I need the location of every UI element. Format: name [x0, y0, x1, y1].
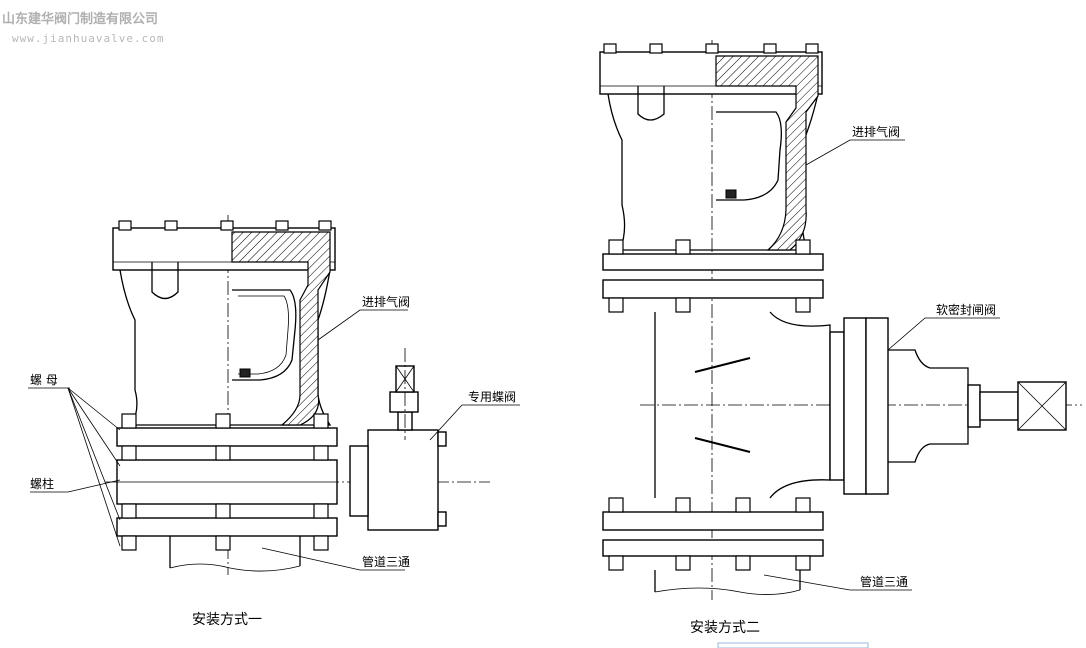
watermark-company-name: 山东建华阀门制造有限公司 [2, 12, 159, 27]
bottom-edge-frame [717, 642, 869, 648]
label-pipe-tee-1: 管道三通 [362, 554, 410, 569]
label-air-valve-2: 进排气阀 [852, 124, 900, 139]
figure-2-drawing [599, 40, 1082, 600]
label-nut: 螺 母 [30, 373, 58, 387]
watermark-url: www.jianhuavalve.com [12, 32, 165, 45]
label-air-valve-1: 进排气阀 [362, 294, 410, 309]
label-gate-valve: 软密封闸阀 [936, 302, 996, 317]
figure-1-drawing [28, 215, 520, 575]
label-butterfly-valve: 专用蝶阀 [468, 389, 516, 404]
caption-method-1: 安装方式一 [192, 612, 262, 628]
label-pipe-tee-2: 管道三通 [860, 574, 908, 589]
label-stud: 螺柱 [30, 476, 54, 491]
caption-method-2: 安装方式二 [690, 620, 760, 636]
